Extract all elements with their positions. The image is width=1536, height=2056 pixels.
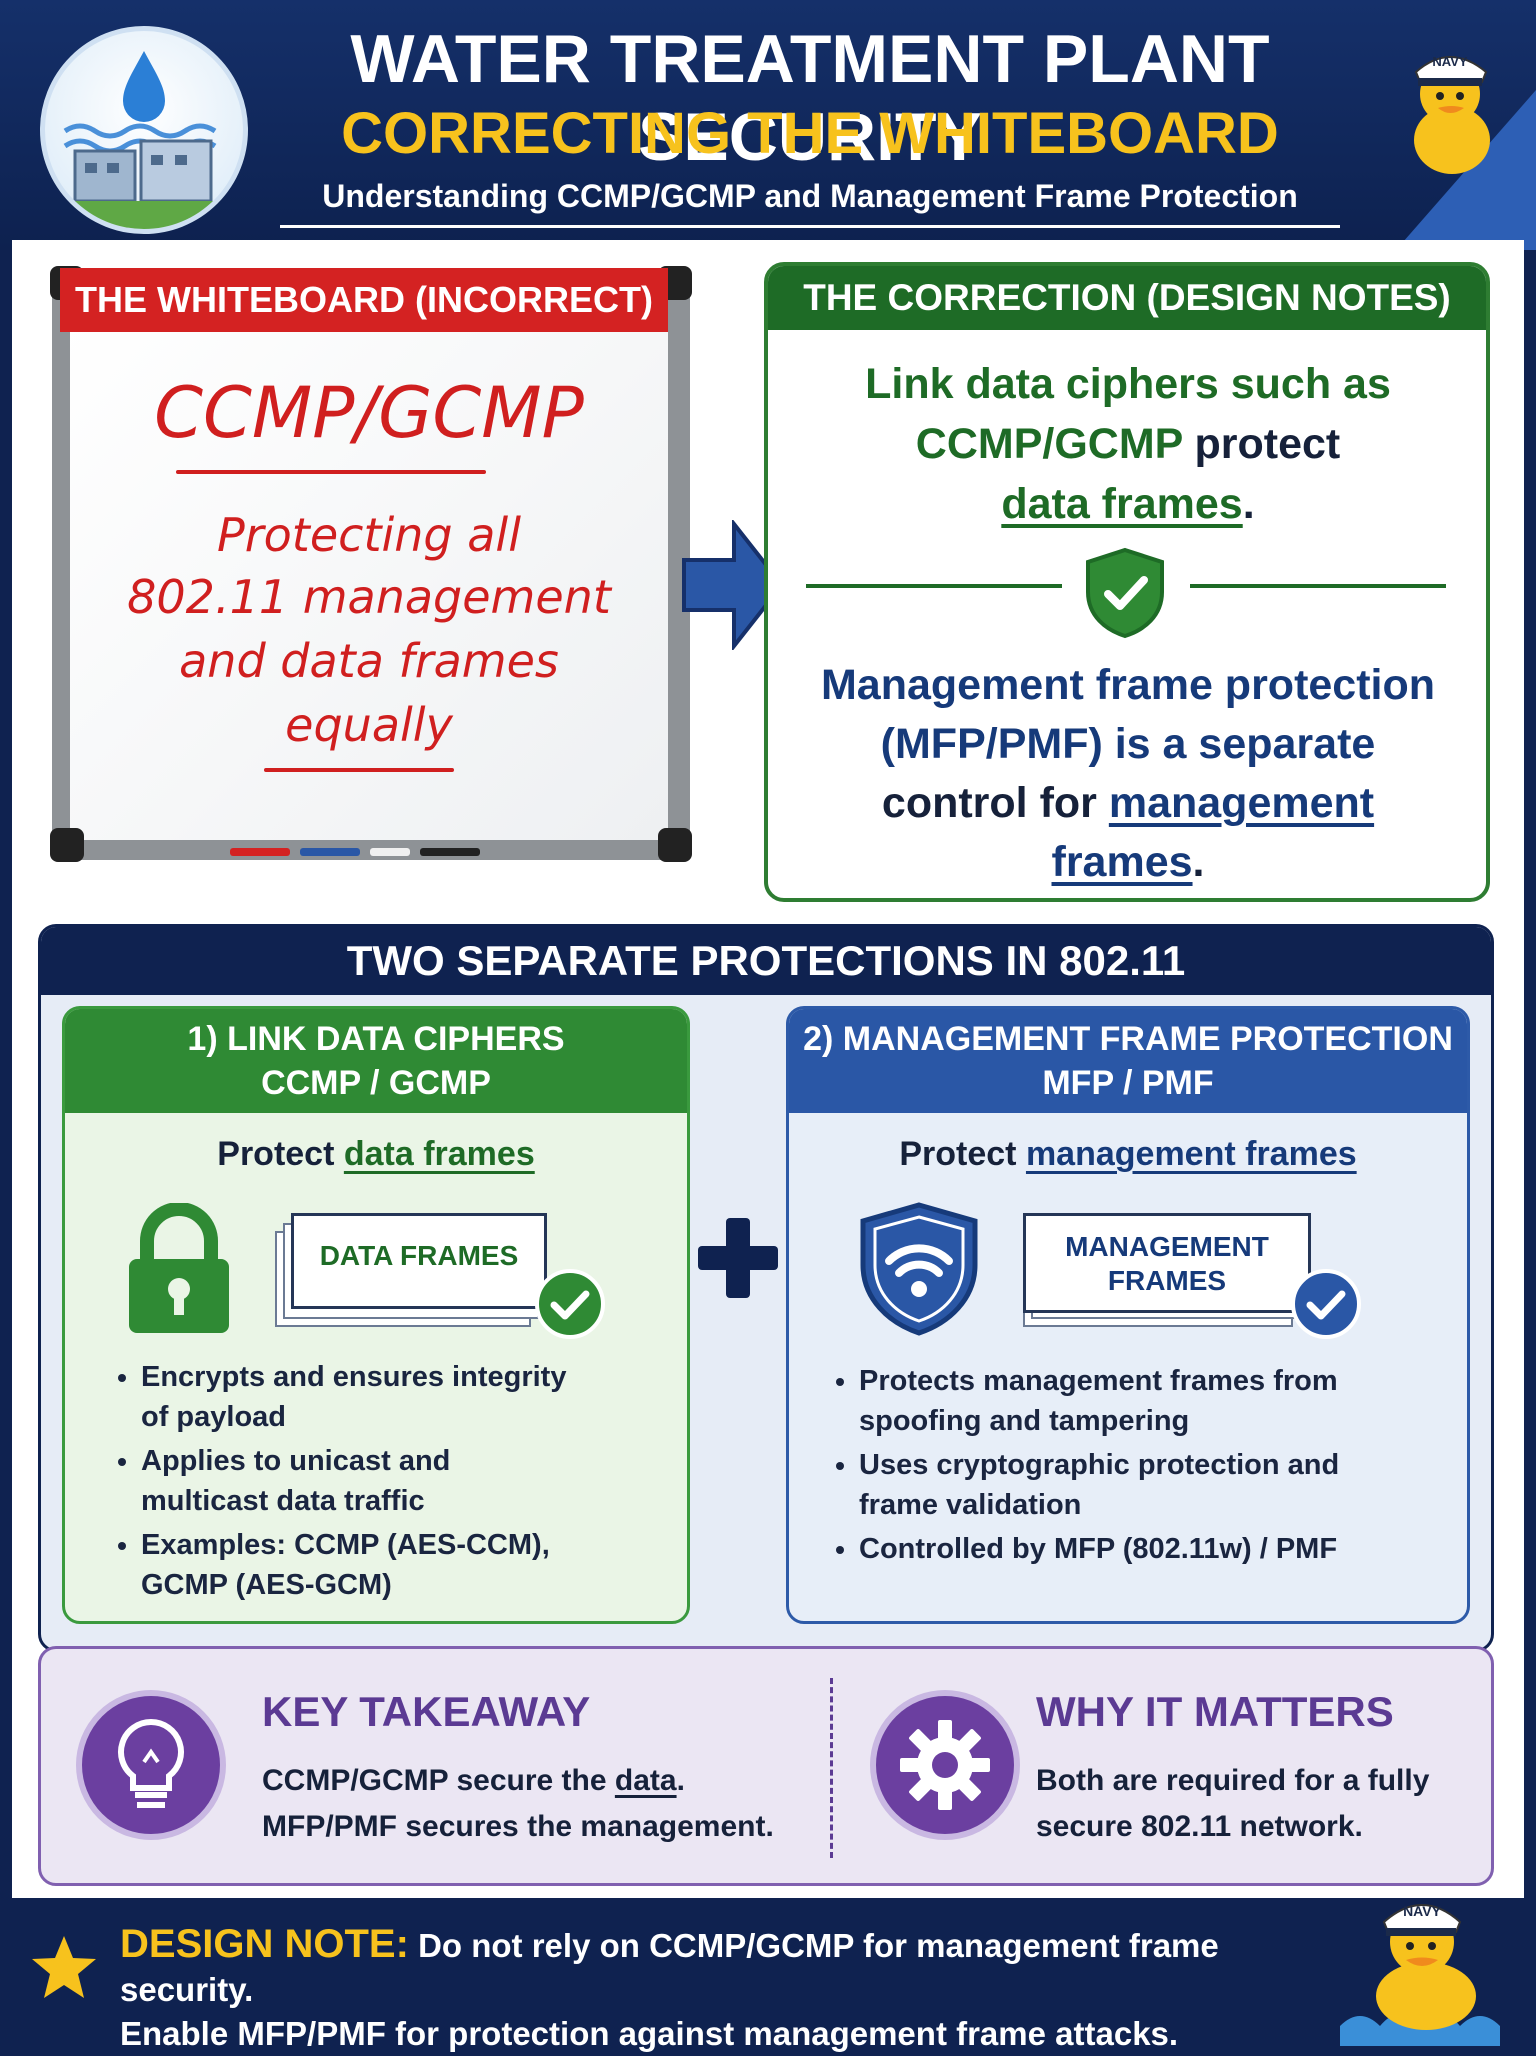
- bullet-item: Uses cryptographic protection and frame …: [859, 1445, 1419, 1525]
- correction-paragraph-mfp: Management frame protection (MFP/PMF) is…: [788, 656, 1468, 892]
- divider-line: [1190, 584, 1446, 588]
- text-span: MFP/PMF secures the management.: [262, 1810, 774, 1843]
- management-bullet-list: Protects management frames from spoofing…: [829, 1361, 1419, 1573]
- star-icon: [32, 1936, 96, 1998]
- whiteboard-corner: [658, 828, 692, 862]
- lightbulb-icon: [118, 1718, 184, 1808]
- badge-line: FRAMES: [1107, 1265, 1227, 1296]
- text-span-underlined: data frames: [1001, 480, 1243, 528]
- duck-cap-text: NAVY: [1403, 1903, 1442, 1919]
- whiteboard-banner: THE WHITEBOARD (INCORRECT): [60, 268, 668, 332]
- text-span: Link data ciphers such as: [865, 360, 1391, 408]
- why-title: WHY IT MATTERS: [1036, 1688, 1394, 1735]
- page-title: WATER TREATMENT PLANT SECURITY: [350, 21, 1270, 175]
- bullet-item: Applies to unicast and multicast data tr…: [141, 1441, 581, 1521]
- footer-banner: [0, 1898, 1536, 2048]
- text-span: CCMP/GCMP secure the: [262, 1764, 615, 1797]
- takeaway-text: CCMP/GCMP secure the data. MFP/PMF secur…: [262, 1758, 822, 1850]
- text-span: Protect: [899, 1135, 1026, 1173]
- text-span-underlined: frames: [1051, 838, 1193, 886]
- section-title: TWO SEPARATE PROTECTIONS IN 802.11: [41, 927, 1491, 995]
- design-note-label: DESIGN NOTE:: [120, 1922, 409, 1966]
- whiteboard-line: 802.11 management: [127, 570, 611, 624]
- gear-badge: [870, 1690, 1020, 1840]
- takeaway-title: KEY TAKEAWAY: [262, 1688, 591, 1735]
- page-tagline: Understanding CCMP/GCMP and Management F…: [280, 178, 1340, 228]
- shield-check-icon: [1086, 547, 1164, 639]
- water-plant-icon: [45, 51, 243, 229]
- badge-line: MANAGEMENT: [1065, 1231, 1269, 1262]
- whiteboard-line: equally: [285, 698, 453, 752]
- whiteboard-underline: [264, 768, 454, 772]
- link-ciphers-card: 1) LINK DATA CIPHERS CCMP / GCMP Protect…: [62, 1006, 690, 1624]
- check-circle-icon: [535, 1269, 605, 1339]
- text-span-underlined: data frames: [343, 1135, 535, 1173]
- card-title-line: MFP / PMF: [1042, 1064, 1214, 1102]
- whiteboard-surface: [70, 316, 668, 840]
- check-circle-icon: [1291, 1269, 1361, 1339]
- wifi-shield-icon: [860, 1202, 978, 1336]
- management-protection-card: 2) MANAGEMENT FRAME PROTECTION MFP / PMF…: [786, 1006, 1470, 1624]
- text-span: Management frame protection: [820, 661, 1436, 709]
- design-note-line: Do not rely on CCMP/GCMP for management …: [120, 1927, 1219, 2008]
- text-span-underlined: management: [1108, 779, 1375, 827]
- design-note-line: Enable MFP/PMF for protection against ma…: [120, 2015, 1179, 2052]
- card-title-line: 2) MANAGEMENT FRAME PROTECTION: [803, 1020, 1453, 1058]
- text-span: Both are required for a fully: [1036, 1764, 1430, 1797]
- text-span: control for: [881, 779, 1109, 827]
- section-divider: [830, 1678, 833, 1858]
- whiteboard-headline: CCMP/GCMP: [154, 372, 584, 454]
- whiteboard-markers-icon: [230, 848, 480, 856]
- header-banner: [0, 0, 1536, 250]
- correction-banner: THE CORRECTION (DESIGN NOTES): [768, 266, 1486, 330]
- text-span: (MFP/PMF) is a separate: [880, 720, 1376, 768]
- whiteboard-line: and data frames: [179, 634, 559, 688]
- duck-cap-text: NAVY: [1432, 54, 1467, 69]
- bullet-item: Examples: CCMP (AES-CCM), GCMP (AES-GCM): [141, 1525, 581, 1605]
- bullet-item: Encrypts and ensures integrity of payloa…: [141, 1357, 581, 1437]
- navy-duck-mascot-icon: NAVY: [1414, 54, 1490, 174]
- text-span: CCMP/GCMP: [915, 420, 1183, 468]
- arrow-right-icon: [682, 520, 785, 650]
- data-frames-badge: DATA FRAMES: [291, 1213, 547, 1309]
- text-span: Protect: [217, 1135, 344, 1173]
- card-protect-line: Protect data frames: [65, 1135, 687, 1174]
- bullet-item: Protects management frames from spoofing…: [859, 1361, 1419, 1441]
- correction-paragraph-ciphers: Link data ciphers such as CCMP/GCMP prot…: [788, 354, 1468, 534]
- card-title: 1) LINK DATA CIPHERS CCMP / GCMP: [65, 1009, 687, 1113]
- management-frames-badge: MANAGEMENT FRAMES: [1023, 1213, 1311, 1313]
- card-title: 2) MANAGEMENT FRAME PROTECTION MFP / PMF: [789, 1009, 1467, 1113]
- water-plant-logo: [40, 26, 248, 234]
- takeaway-section: [38, 1646, 1494, 1886]
- card-protect-line: Protect management frames: [789, 1135, 1467, 1174]
- text-span: .: [676, 1764, 685, 1797]
- text-span: .: [1242, 480, 1255, 528]
- padlock-icon: [129, 1203, 229, 1333]
- bullet-item: Controlled by MFP (802.11w) / PMF: [859, 1529, 1419, 1569]
- navy-duck-splash-icon: NAVY: [1340, 1903, 1500, 2046]
- whiteboard-underline: [176, 470, 486, 474]
- link-bullet-list: Encrypts and ensures integrity of payloa…: [111, 1357, 581, 1609]
- why-text: Both are required for a fully secure 802…: [1036, 1758, 1476, 1850]
- design-note: DESIGN NOTE: Do not rely on CCMP/GCMP fo…: [120, 1922, 1300, 2056]
- divider-line: [806, 584, 1062, 588]
- lightbulb-badge: [76, 1690, 226, 1840]
- page-subtitle: CORRECTING THE WHITEBOARD: [341, 101, 1279, 166]
- plus-icon: [698, 1218, 778, 1298]
- text-span: .: [1192, 838, 1205, 886]
- text-span-underlined: data: [614, 1764, 677, 1797]
- text-span: protect: [1182, 420, 1341, 468]
- whiteboard-line: Protecting all: [217, 508, 521, 562]
- card-title-line: 1) LINK DATA CIPHERS: [187, 1020, 565, 1058]
- text-span: secure 802.11 network.: [1036, 1810, 1363, 1843]
- whiteboard-corner: [50, 828, 84, 862]
- gear-icon: [900, 1720, 990, 1810]
- text-span-underlined: management frames: [1025, 1135, 1357, 1173]
- card-title-line: CCMP / GCMP: [261, 1064, 491, 1102]
